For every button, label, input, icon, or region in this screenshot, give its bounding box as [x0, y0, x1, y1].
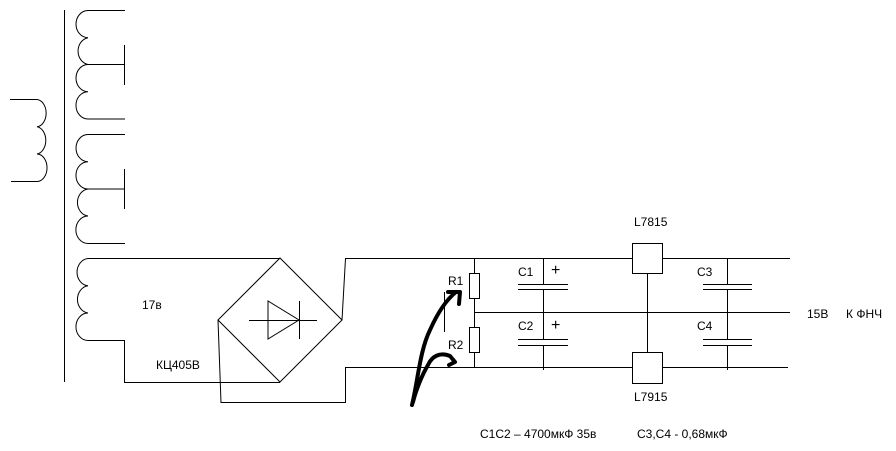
output-voltage-label: 15В [807, 307, 829, 321]
regulator-l7815 [632, 243, 663, 274]
hand-drawn-arrow-r2 [411, 352, 457, 404]
regulator-l7915 [632, 352, 663, 384]
l7915-label: L7915 [634, 390, 668, 404]
c4-label: C4 [697, 319, 713, 333]
c2-label: C2 [518, 319, 534, 333]
c2-plus-sign: + [551, 317, 561, 334]
c1-label: C1 [518, 265, 534, 279]
secondary-winding-2 [75, 134, 125, 244]
diode-icon [249, 300, 317, 340]
secondary-winding-3 [75, 258, 280, 383]
output-destination-label: К ФНЧ [846, 307, 883, 321]
secondary-voltage-label: 17в [142, 298, 162, 312]
resistor-r1 [469, 273, 480, 299]
resistor-r2 [469, 327, 480, 353]
capacitor-c1-c2 [518, 258, 568, 370]
c3-label: C3 [697, 265, 713, 279]
c1-plus-sign: + [551, 262, 561, 279]
diode-bridge [217, 257, 343, 383]
note-c1-c2: С1С2 – 4700мкФ 35в [480, 427, 597, 441]
primary-winding [10, 99, 48, 182]
note-c3-c4: С3,С4 - 0,68мкФ [637, 427, 728, 441]
hand-drawn-arrow-r1 [410, 290, 462, 407]
secondary-winding-1 [75, 10, 125, 120]
capacitor-c3-c4 [703, 258, 752, 370]
l7815-label: L7815 [634, 215, 668, 229]
r2-label: R2 [448, 338, 464, 352]
r1-label: R1 [448, 274, 464, 288]
bridge-label: КЦ405В [156, 358, 200, 372]
